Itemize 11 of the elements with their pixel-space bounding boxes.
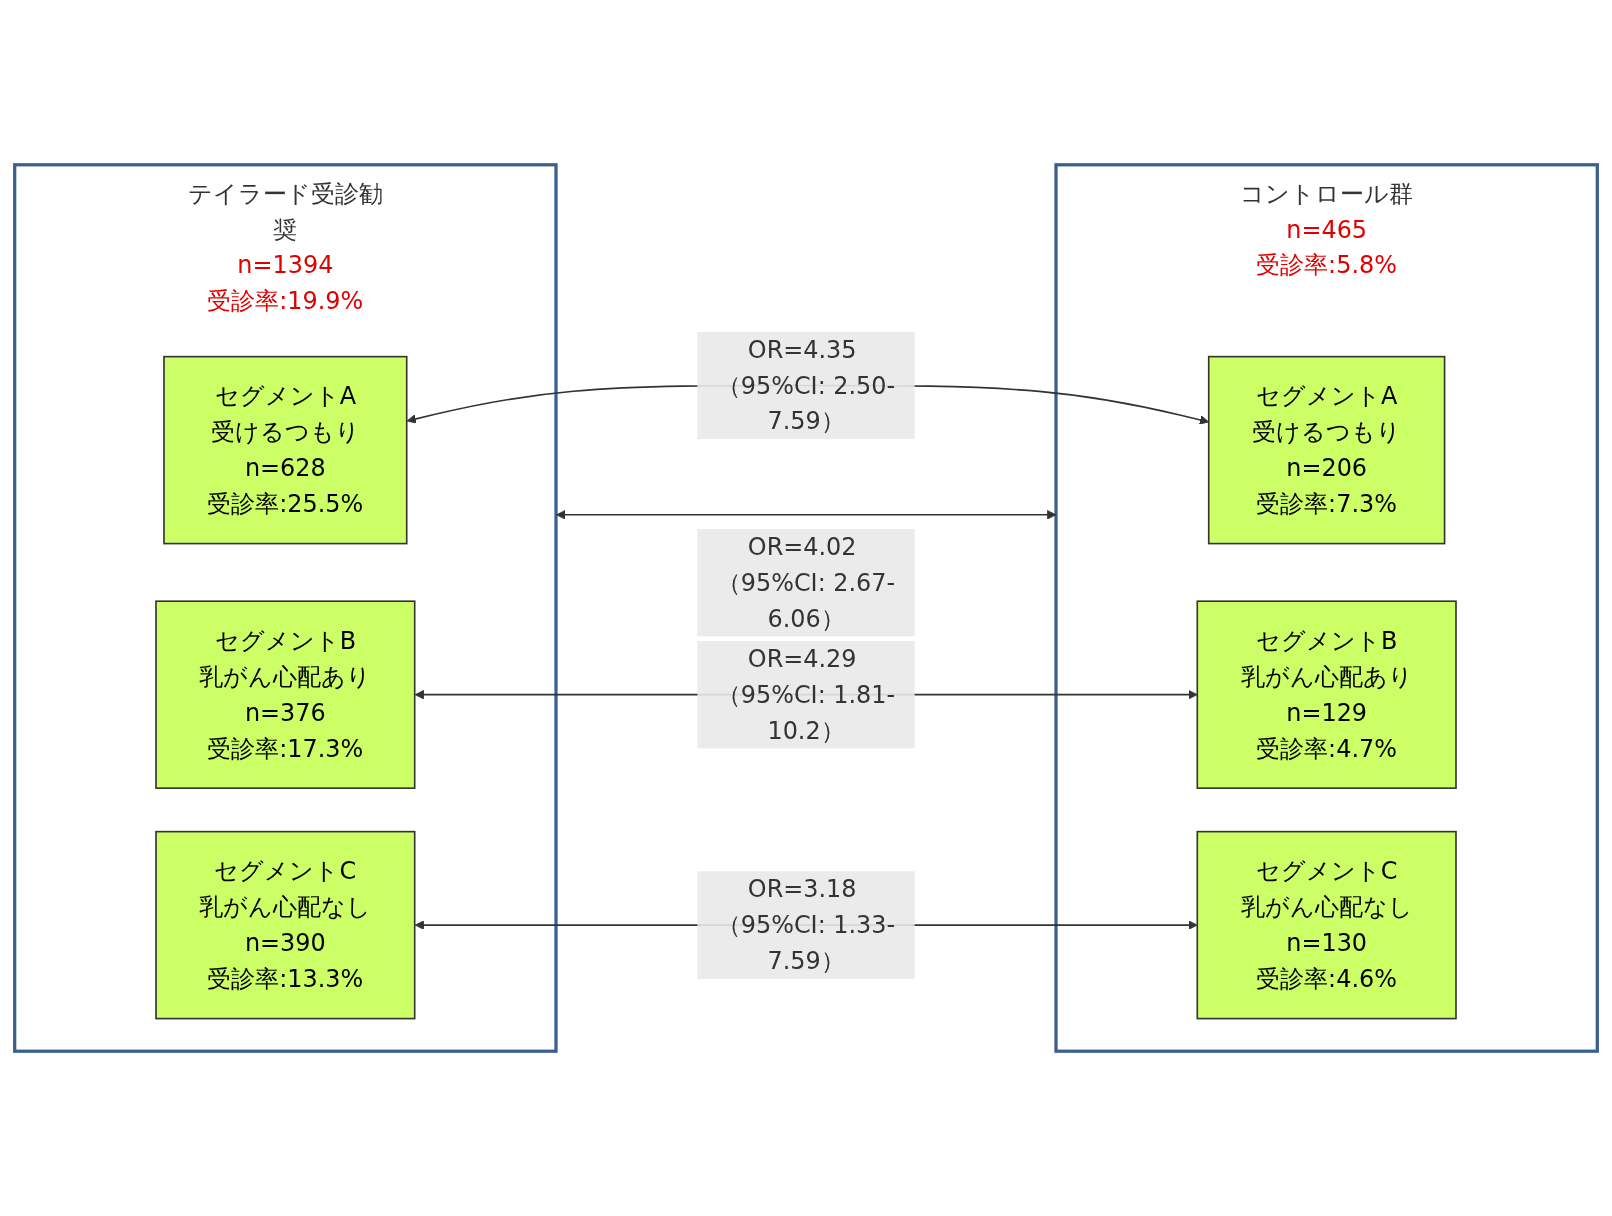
node-box: セグメントA 受けるつもり n=628 受診率:25.5% <box>163 355 408 545</box>
edge-label: OR=4.35 （95%CI: 2.50-7.59） <box>716 335 896 435</box>
edge-label: OR=4.29 （95%CI: 1.81-10.2） <box>716 645 896 745</box>
node-box: セグメントC 乳がん心配なし n=130 受診率:4.6% <box>1196 830 1457 1020</box>
node-box: セグメントB 乳がん心配あり n=376 受診率:17.3% <box>155 600 416 789</box>
node-box: セグメントB 乳がん心配あり n=129 受診率:4.7% <box>1196 600 1457 789</box>
edge-label: OR=4.02 （95%CI: 2.67-6.06） <box>716 533 896 633</box>
node-box: セグメントC 乳がん心配なし n=390 受診率:13.3% <box>155 830 416 1020</box>
arrow <box>556 510 1057 520</box>
edge-label: OR=3.18 （95%CI: 1.33-7.59） <box>716 875 896 975</box>
node-box: セグメントA 受けるつもり n=206 受診率:7.3% <box>1207 355 1446 545</box>
